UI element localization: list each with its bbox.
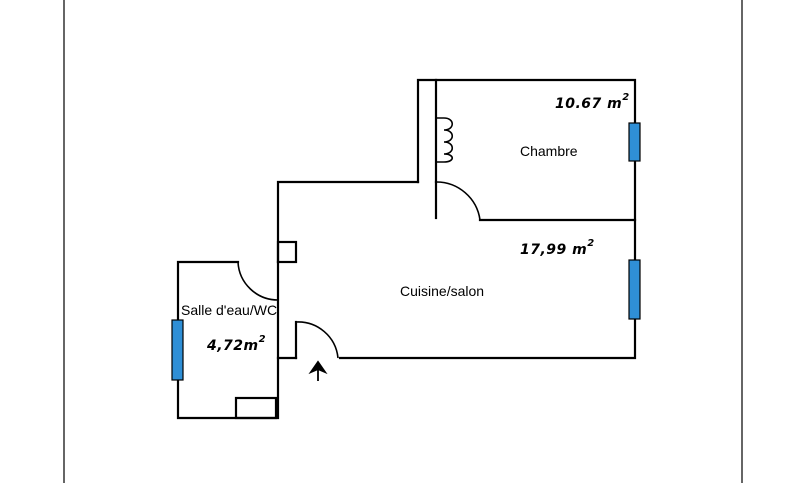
chambre-label: Chambre — [520, 143, 578, 159]
radiator-icon — [436, 117, 454, 163]
cuisine-salon-area: 17,99 m2 — [520, 238, 595, 258]
window-icon — [171, 319, 184, 381]
window-icon — [628, 259, 641, 320]
chambre-door-swing — [435, 181, 481, 221]
chambre-walls — [416, 78, 637, 222]
salle-eau-label: Salle d'eau/WC — [181, 302, 277, 318]
salle-eau-door-swing — [237, 261, 279, 301]
salle-eau-area: 4,72m2 — [206, 334, 266, 354]
cuisine-salon-walls — [276, 180, 637, 360]
chambre-area: 10.67 m2 — [555, 92, 630, 112]
salle-eau-walls — [176, 260, 280, 420]
window-icon — [628, 122, 641, 162]
arrow-up-icon — [308, 360, 328, 381]
shower-tray — [234, 396, 278, 420]
cuisine-salon-label: Cuisine/salon — [400, 283, 484, 299]
entrance-door-swing — [295, 321, 339, 359]
duct-square — [276, 240, 298, 264]
